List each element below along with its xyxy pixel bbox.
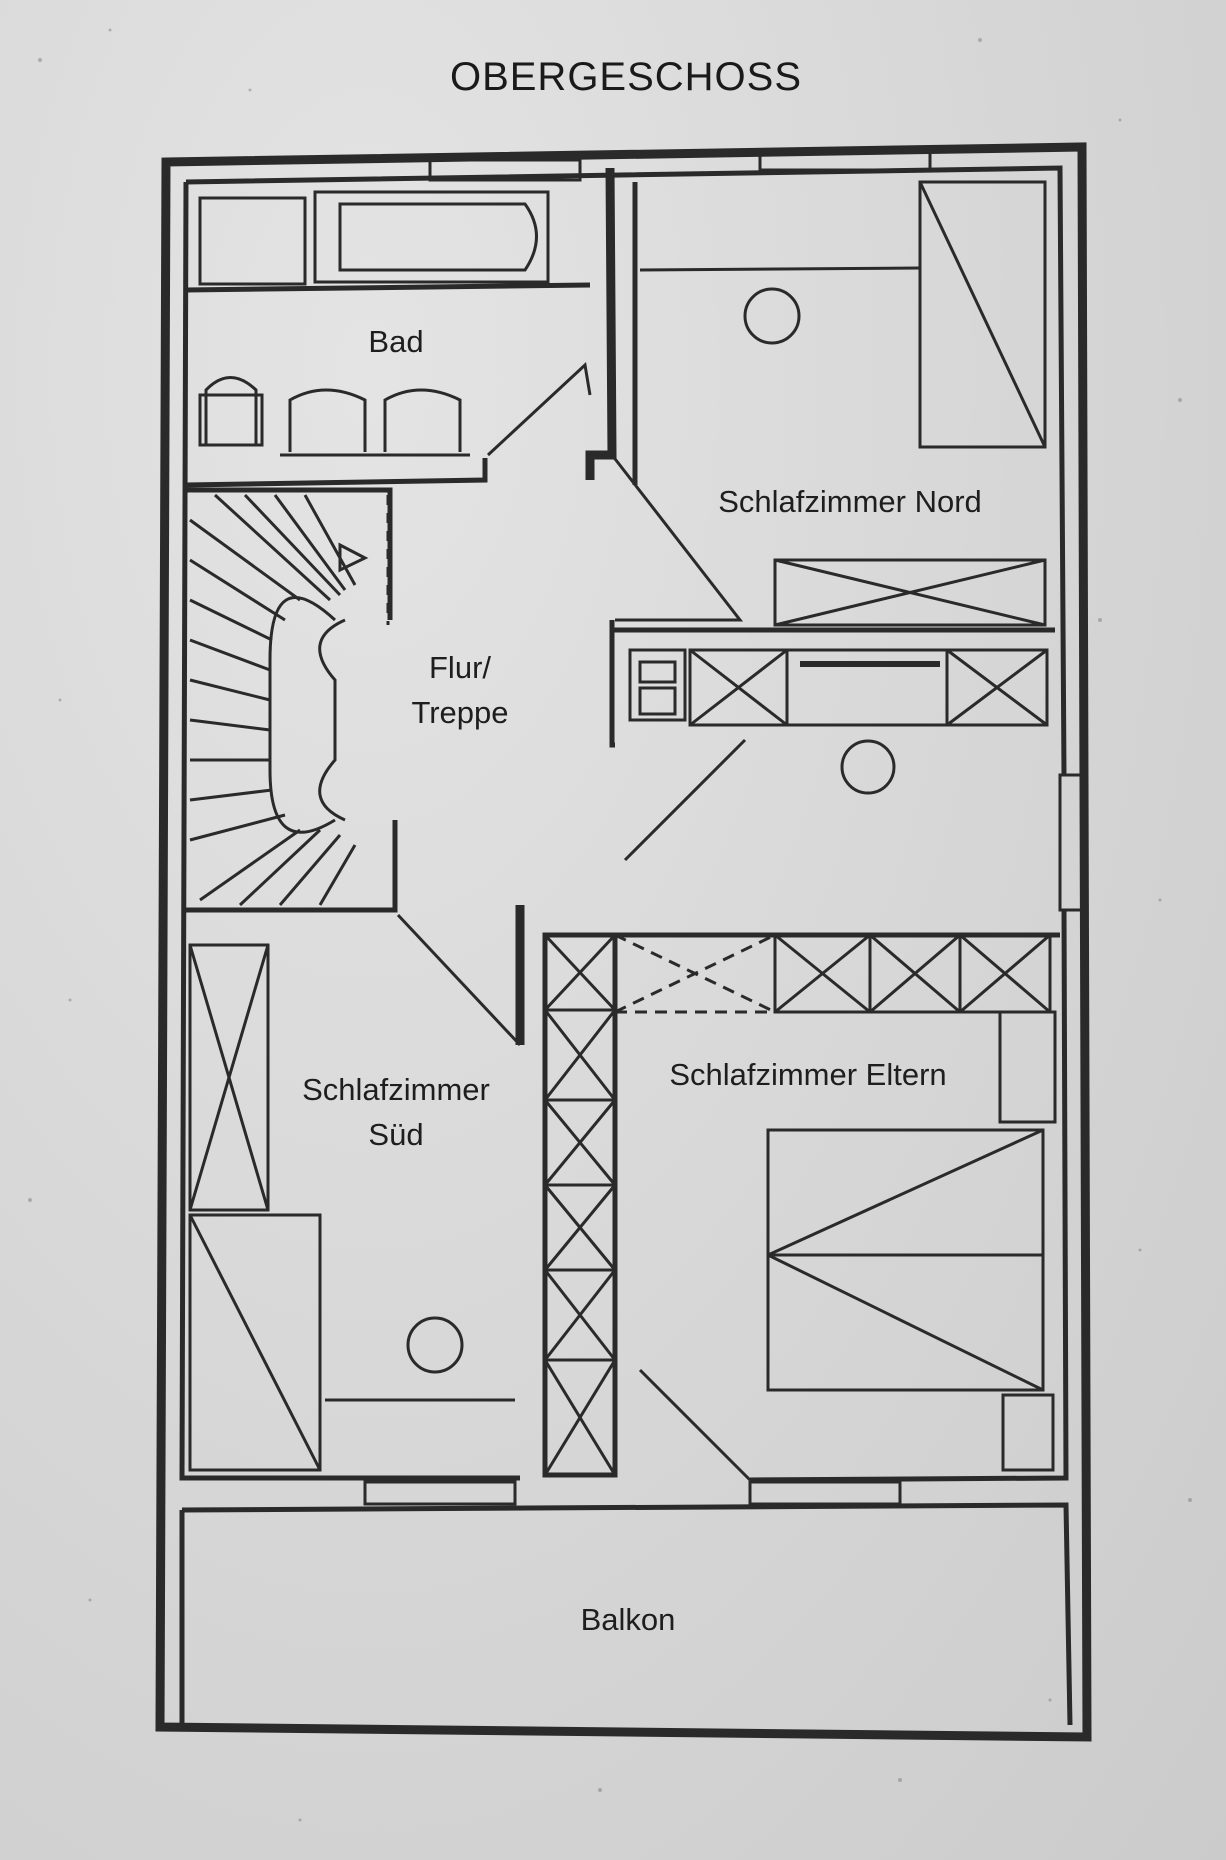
outer-walls <box>155 142 1092 1742</box>
room-nord: Schlafzimmer Nord <box>632 180 1047 627</box>
room-sued: Schlafzimmer Süd <box>188 943 515 1472</box>
cabinet-row <box>609 620 1055 795</box>
balcony: Balkon <box>179 1502 1073 1726</box>
room-label-sued-line1: Schlafzimmer <box>302 1072 490 1107</box>
room-label-balkon: Balkon <box>581 1602 676 1637</box>
room-eltern: Schlafzimmer Eltern <box>614 932 1060 1482</box>
room-label-nord: Schlafzimmer Nord <box>718 484 982 519</box>
room-label-flur-line2: Treppe <box>411 695 508 730</box>
hallway: Flur/ Treppe <box>396 454 747 1047</box>
windows <box>363 148 932 1506</box>
wardrobe-column <box>542 932 618 1478</box>
room-label-flur-line1: Flur/ <box>429 650 491 685</box>
plan-title: OBERGESCHOSS <box>450 55 802 99</box>
staircase <box>186 487 398 913</box>
room-label-eltern: Schlafzimmer Eltern <box>669 1057 946 1092</box>
room-label-sued-line2: Süd <box>368 1117 423 1152</box>
bathroom: Bad <box>185 167 617 488</box>
paper-texture <box>28 28 1192 1822</box>
room-label-bad: Bad <box>368 324 423 359</box>
